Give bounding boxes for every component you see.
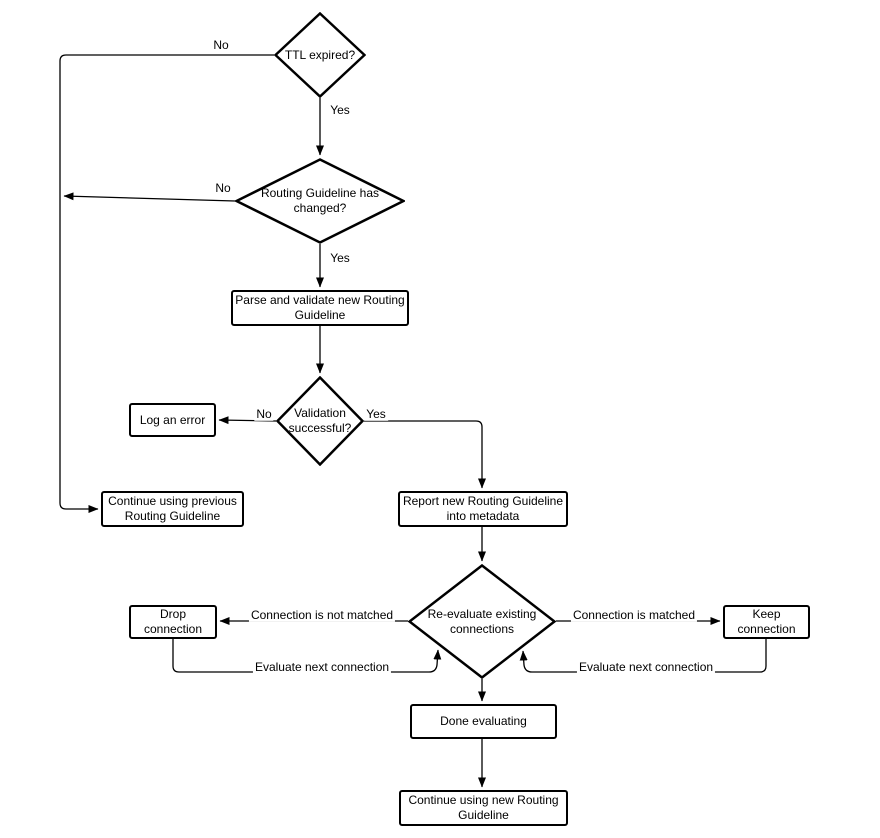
- edge-label-ttl-no: No: [211, 37, 231, 53]
- edge-label-connection-not-matched: Connection is not matched: [248, 607, 396, 623]
- node-guideline-changed: Routing Guideline has changed?: [235, 158, 405, 244]
- node-label: Re-evaluate existing connections: [427, 606, 537, 636]
- node-log-error: Log an error: [129, 403, 216, 437]
- edge-label-validation-no: No: [254, 406, 274, 422]
- edge-label-ttl-yes: Yes: [328, 102, 352, 118]
- node-continue-previous: Continue using previous Routing Guidelin…: [101, 491, 244, 527]
- node-continue-new: Continue using new Routing Guideline: [399, 790, 568, 826]
- node-parse-validate: Parse and validate new Routing Guideline: [231, 290, 409, 326]
- node-validation-successful: Validation successful?: [276, 376, 364, 466]
- node-ttl-expired: TTL expired?: [274, 12, 366, 98]
- node-report-metadata: Report new Routing Guideline into metada…: [398, 491, 568, 527]
- edge-label-evaluate-next-left: Evaluate next connection: [252, 659, 392, 675]
- node-keep-connection: Keep connection: [723, 605, 810, 639]
- edge-label-connection-matched: Connection is matched: [570, 607, 698, 623]
- edge-label-changed-yes: Yes: [328, 250, 352, 266]
- edge-label-evaluate-next-right: Evaluate next connection: [576, 659, 716, 675]
- edge-label-changed-no: No: [213, 180, 233, 196]
- edge-changed-no: [63, 192, 236, 202]
- node-done-evaluating: Done evaluating: [410, 704, 557, 739]
- node-label: Routing Guideline has changed?: [260, 186, 380, 215]
- node-label: Validation successful?: [288, 406, 352, 435]
- edge-validation-yes: [364, 420, 486, 489]
- edge-label-validation-yes: Yes: [364, 406, 388, 422]
- edge-ttl-no: [59, 54, 274, 513]
- node-reevaluate-connections: Re-evaluate existing connections: [408, 564, 556, 679]
- node-label: TTL expired?: [284, 47, 356, 62]
- node-drop-connection: Drop connection: [129, 605, 217, 639]
